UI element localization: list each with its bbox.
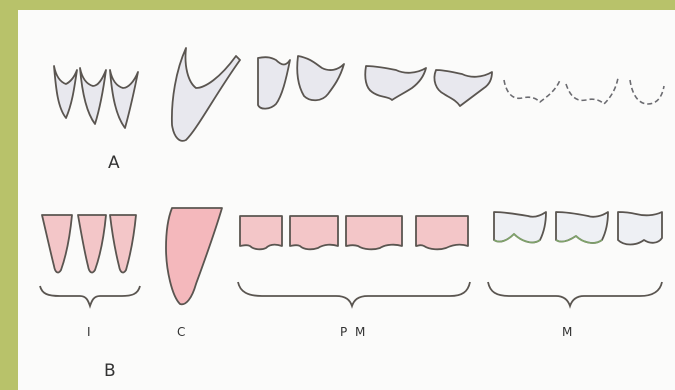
row-b-premolar-4 (416, 216, 468, 249)
row-a-label: A (108, 153, 120, 173)
row-b-premolar-1 (240, 216, 282, 249)
row-b-label: B (104, 361, 116, 381)
incisor-group-label: I (87, 325, 91, 339)
canine-group-label: C (177, 325, 185, 339)
premolar-group-label: P M (340, 325, 367, 339)
row-b-molar-2 (556, 212, 608, 243)
row-a-premolar-3 (365, 66, 426, 100)
group-braces (40, 282, 662, 306)
molar-brace (488, 282, 662, 306)
premolar-brace (238, 282, 470, 306)
incisor-brace (40, 286, 140, 306)
row-b-teeth (42, 208, 662, 304)
row-a-premolar-2 (297, 56, 344, 100)
row-b-premolar-2 (290, 216, 338, 249)
row-b-canine (166, 208, 222, 304)
row-b-incisor-1 (42, 215, 72, 273)
molar-group-label: M (562, 325, 572, 339)
row-a-molar-1 (504, 80, 560, 102)
row-a-incisor-1 (54, 66, 77, 118)
row-a-premolar-4 (434, 70, 492, 106)
row-a-molar-3 (630, 80, 664, 104)
row-a-incisor-3 (110, 70, 138, 128)
row-a-molars (504, 78, 664, 104)
row-b-incisor-2 (78, 215, 106, 273)
row-b-molar-3 (618, 212, 662, 245)
row-b-premolar-3 (346, 216, 402, 249)
row-a-canine (172, 48, 240, 141)
row-a-molar-2 (566, 78, 618, 104)
row-b-incisor-3 (110, 215, 136, 273)
row-a-teeth (54, 48, 492, 141)
row-a-incisor-2 (80, 68, 106, 124)
row-a-premolar-1 (258, 57, 290, 108)
